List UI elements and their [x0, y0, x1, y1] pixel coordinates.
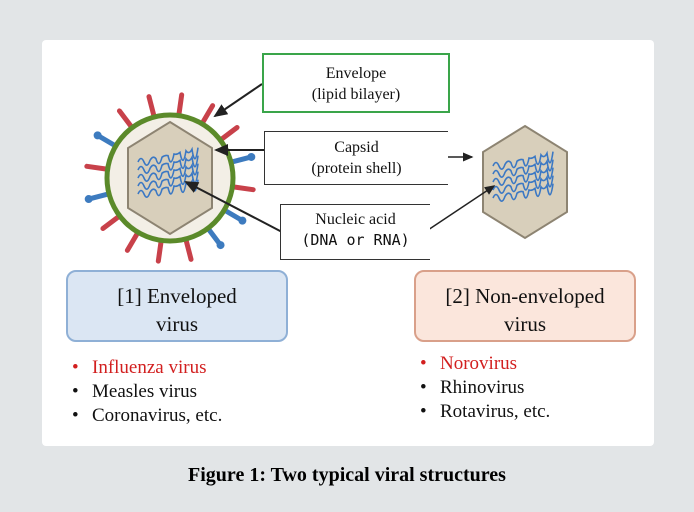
rna-strand [137, 162, 199, 182]
rna-strand [492, 174, 554, 194]
spike [176, 92, 185, 119]
spike [116, 108, 135, 131]
spike-head [238, 216, 247, 225]
enveloped-examples-list: Influenza virus Measles virus Coronaviru… [72, 356, 222, 428]
spike-head [84, 195, 93, 204]
nucleic-label-line1: Nucleic acid [315, 211, 396, 228]
rna-strand [137, 170, 199, 190]
spike [183, 236, 194, 262]
list-item: Norovirus [420, 352, 550, 376]
spike [155, 237, 164, 264]
rna-strand [492, 150, 554, 170]
capsid-label-line2: (protein shell) [311, 160, 402, 177]
rna-strand [492, 158, 554, 178]
enveloped-title-line2: virus [156, 312, 198, 336]
rna-strand [137, 146, 199, 166]
spike-head [93, 131, 102, 140]
rna-strand [492, 182, 554, 202]
envelope-label-line1: Envelope [325, 65, 387, 82]
list-item: Coronavirus, etc. [72, 404, 222, 428]
envelope-label-line2: (lipid bilayer) [311, 86, 401, 103]
rna-strand [492, 166, 554, 186]
spike [217, 124, 240, 143]
spike [124, 229, 141, 253]
spike [199, 103, 216, 127]
non-enveloped-title-line1: [2] Non-enveloped [445, 284, 605, 308]
list-item: Measles virus [72, 380, 222, 404]
spike-head [247, 152, 256, 161]
envelope-arrow [213, 83, 263, 118]
non-enveloped-title-line2: virus [504, 312, 546, 336]
capsid-label-line1: Capsid [334, 139, 379, 156]
spike [100, 213, 123, 232]
non-enveloped-virus-box: [2] Non-enveloped virus [414, 270, 636, 342]
spike-head [216, 241, 225, 250]
capsid-label: Capsid (protein shell) [264, 131, 448, 185]
nucleic-arrow-right [427, 185, 496, 231]
enveloped-virus-box: [1] Enveloped virus [66, 270, 288, 342]
envelope-spikes [84, 92, 256, 264]
nucleic-arrow-left [184, 181, 283, 233]
spike [229, 184, 256, 193]
figure-caption: Figure 1: Two typical viral structures [188, 464, 506, 486]
non-enveloped-rna [492, 150, 554, 202]
spike [146, 94, 157, 120]
spike [84, 163, 111, 172]
enveloped-title-line1: [1] Enveloped [117, 284, 237, 308]
envelope-label: Envelope (lipid bilayer) [262, 53, 450, 113]
list-item: Influenza virus [72, 356, 222, 380]
non-enveloped-examples-list: Norovirus Rhinovirus Rotavirus, etc. [420, 352, 550, 424]
list-item: Rotavirus, etc. [420, 400, 550, 424]
rna-strand [137, 154, 199, 174]
list-item: Rhinovirus [420, 376, 550, 400]
nucleic-acid-label: Nucleic acid (DNA or RNA) [280, 204, 430, 260]
nucleic-label-line2: (DNA or RNA) [301, 231, 410, 249]
